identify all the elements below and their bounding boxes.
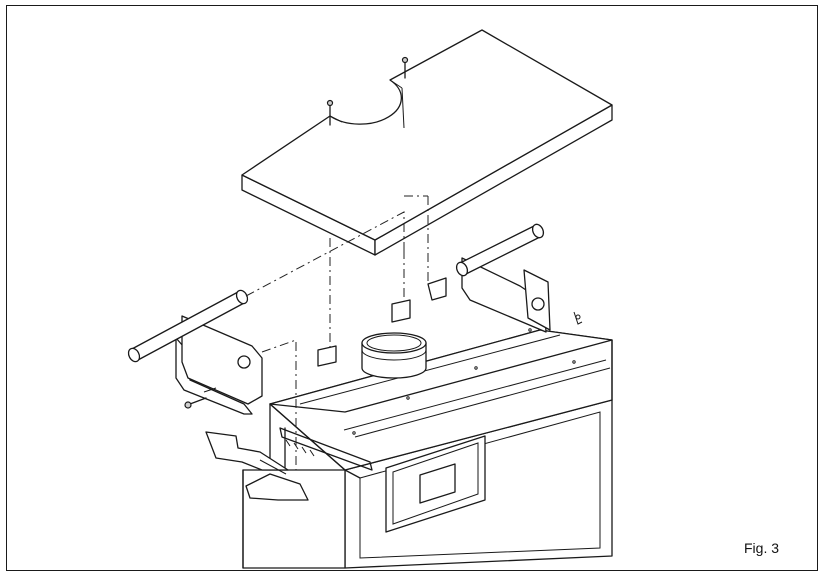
side-rail: [279, 427, 373, 471]
alignment-lines: [245, 195, 429, 470]
flue-collar-icon: [361, 332, 427, 379]
screw-icon: [184, 397, 207, 409]
left-rod-bracket-icon: [127, 289, 263, 415]
control-panel-icon: [385, 435, 486, 533]
boiler-body: [242, 328, 613, 569]
post-left: [317, 345, 337, 367]
insertion-arrow-icon: [205, 431, 309, 501]
figure-label: Fig. 3: [744, 540, 780, 556]
post-right: [391, 299, 411, 323]
right-rod-bracket-icon: [427, 223, 583, 333]
top-cover-panel-icon: [241, 29, 613, 256]
screw-icon: [326, 56, 409, 126]
